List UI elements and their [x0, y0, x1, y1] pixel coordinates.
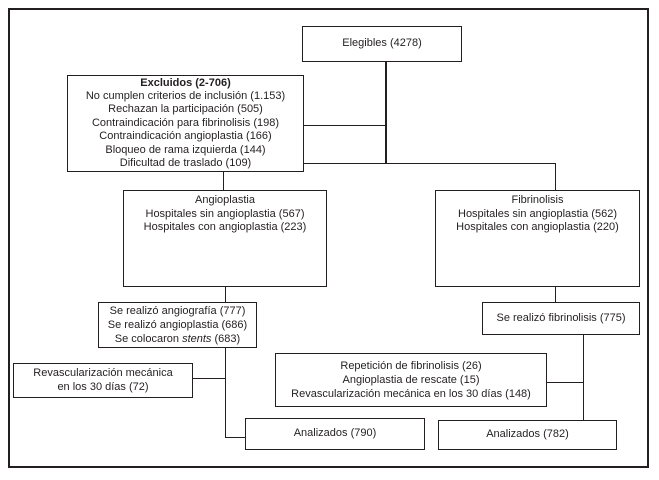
connector-to-angioplastia	[222, 171, 224, 191]
stents-italic: stents	[182, 333, 212, 345]
angioplastia-title: Angioplastia	[195, 194, 255, 206]
connector-into-analizados-790	[225, 436, 246, 438]
analizados-fibrinolisis-label: Analizados (782)	[486, 428, 569, 441]
excluidos-reason: Dificultad de traslado (109)	[119, 157, 252, 170]
fibrinolisis-realizada-label: Se realizó fibrinolisis (775)	[496, 311, 626, 324]
angiografia-line: Se realizó angiografía (777)	[109, 305, 246, 317]
box-analizados-angioplastia: Analizados (790)	[245, 418, 425, 450]
angioplastia-line: Hospitales con angioplastia (223)	[143, 221, 307, 234]
box-revascularizacion: Revascularización mecánica en los 30 día…	[13, 363, 193, 398]
connector-elegibles-down	[385, 62, 387, 164]
excluidos-reason: Contraindicación para fibrinolisis (198)	[91, 116, 280, 129]
fibrinolisis-title: Fibrinolisis	[511, 194, 564, 206]
connector-split-horizontal	[303, 162, 556, 164]
connector-angioplastia-angiografia	[224, 286, 226, 303]
box-analizados-fibrinolisis: Analizados (782)	[438, 420, 617, 450]
repeticion-line: Angioplastia de rescate (15)	[342, 374, 480, 386]
angiografia-line: Se colocaron stents (683)	[114, 333, 241, 345]
fibrinolisis-line: Hospitales con angioplastia (220)	[456, 221, 619, 234]
angiografia-line: Se realizó angioplastia (686)	[107, 319, 248, 331]
box-angioplastia-arm: Angioplastia Hospitales sin angioplastia…	[123, 190, 327, 287]
connector-to-fibrinolisis	[554, 163, 556, 191]
figure-border	[8, 8, 649, 468]
excluidos-title: Excluidos (2-706)	[140, 76, 231, 89]
connector-angiografia-down	[224, 347, 226, 438]
connector-fibrinolisis-realizada	[554, 286, 556, 303]
box-elegibles: Elegibles (4278)	[302, 26, 462, 62]
connector-repeticion-join	[546, 381, 584, 383]
revascularizacion-line: Revascularización mecánica	[33, 367, 173, 379]
excluidos-reason: No cumplen criterios de inclusión (1.153…	[85, 89, 286, 102]
box-excluidos: Excluidos (2-706) No cumplen criterios d…	[67, 75, 304, 172]
excluidos-reason: Bloqueo de rama izquierda (144)	[105, 143, 266, 156]
fibrinolisis-line: Hospitales sin angioplastia (562)	[458, 207, 617, 220]
box-repeticion: Repetición de fibrinolisis (26) Angiopla…	[275, 353, 547, 407]
box-fibrinolisis-realizada: Se realizó fibrinolisis (775)	[482, 302, 640, 335]
angioplastia-line: Hospitales sin angioplastia (567)	[145, 207, 305, 220]
box-fibrinolisis-arm: Fibrinolisis Hospitales sin angioplastia…	[435, 190, 640, 287]
connector-revascularizacion-join	[192, 377, 226, 379]
elegibles-label: Elegibles (4278)	[342, 37, 422, 50]
connector-fibrinolisis-realizada-down	[582, 334, 584, 421]
analizados-angioplastia-label: Analizados (790)	[293, 427, 377, 440]
excluidos-reason: Contraindicación angioplastia (166)	[99, 130, 272, 143]
repeticion-line: Repetición de fibrinolisis (26)	[340, 360, 482, 372]
connector-excluidos-upper-stub	[303, 124, 386, 126]
revascularizacion-line: en los 30 días (72)	[57, 380, 149, 393]
excluidos-reason: Rechazan la participación (505)	[108, 103, 263, 116]
repeticion-line: Revascularización mecánica en los 30 día…	[291, 388, 531, 400]
box-angiografia: Se realizó angiografía (777) Se realizó …	[98, 302, 257, 348]
